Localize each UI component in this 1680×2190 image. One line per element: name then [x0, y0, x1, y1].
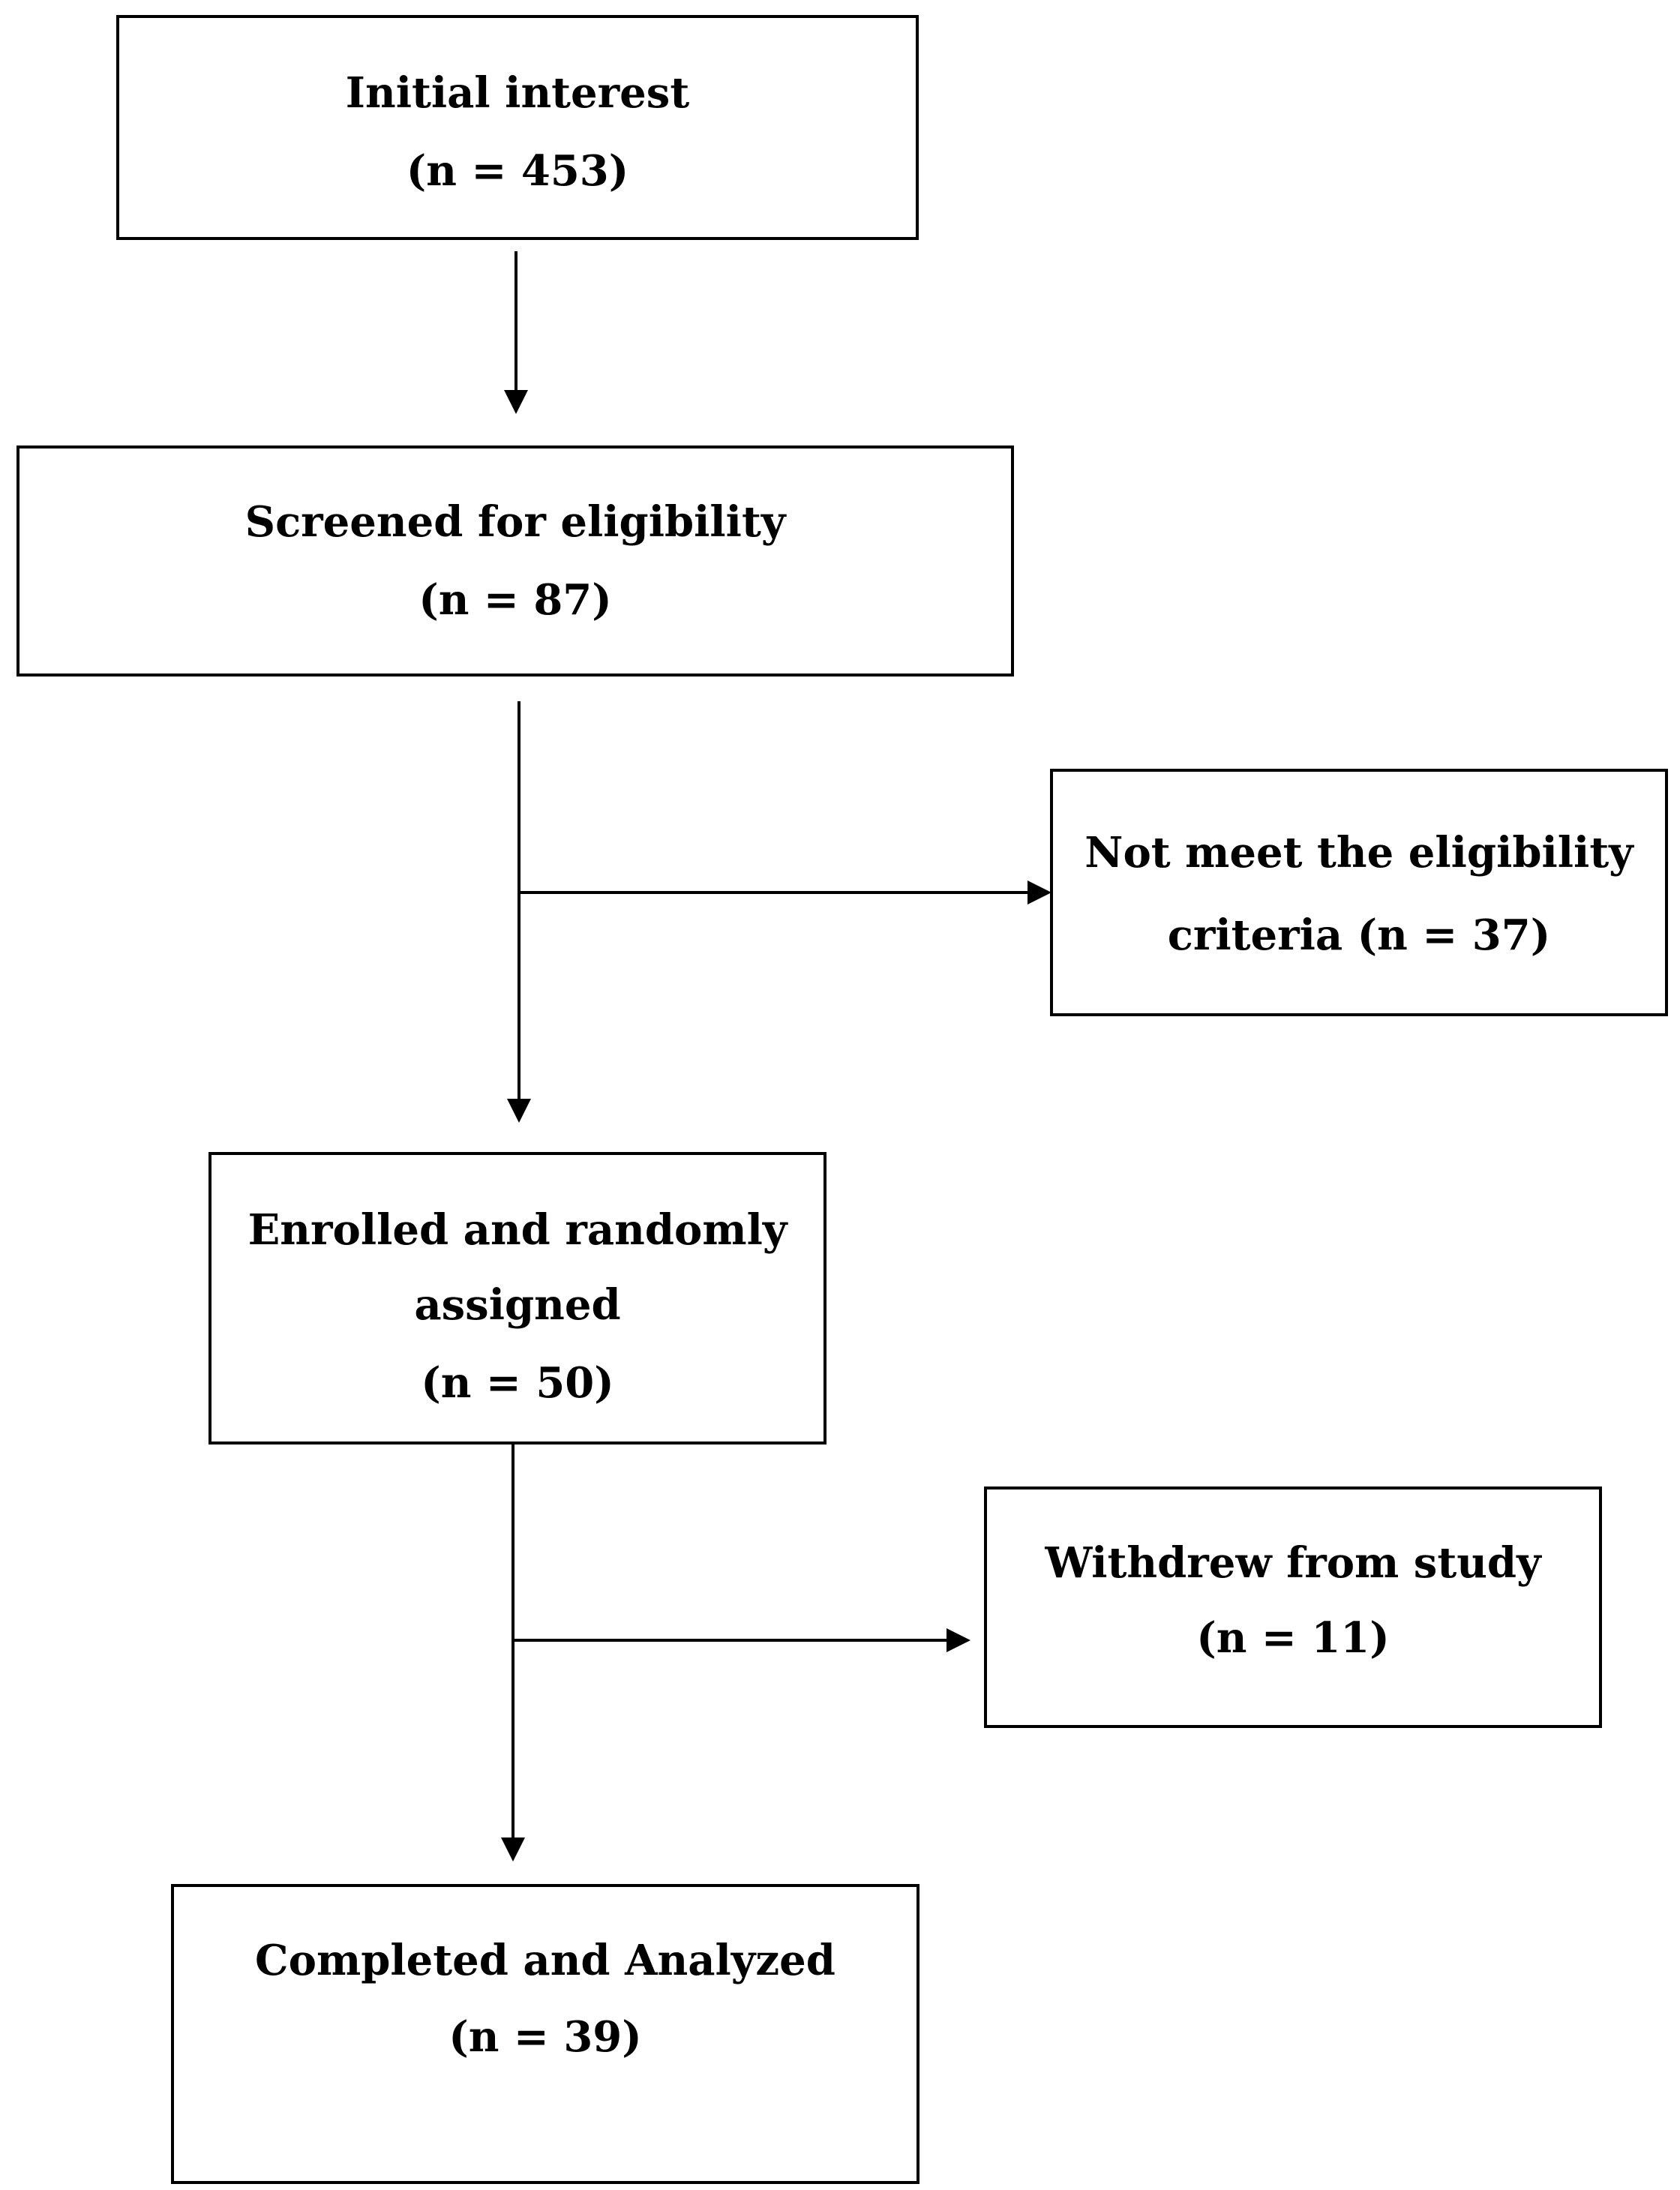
completed-count: (n = 39) [448, 2012, 642, 2062]
screened-count: (n = 87) [418, 575, 612, 625]
box-not-meet-eligibility: Not meet the eligibility criteria (n = 3… [1050, 769, 1668, 1016]
completed-label: Completed and Analyzed [255, 1936, 836, 1985]
enrolled-count: (n = 50) [421, 1358, 614, 1408]
excluded-label-line2: criteria (n = 37) [1167, 910, 1551, 960]
box-completed-and-analyzed: Completed and Analyzed (n = 39) [171, 1884, 920, 2184]
initial-interest-label: Initial interest [345, 68, 690, 118]
arrowhead-enrolled [507, 1099, 531, 1123]
screened-label: Screened for eligibility [244, 497, 786, 547]
arrowhead-screened [504, 390, 528, 414]
arrowhead-completed [501, 1838, 525, 1862]
enrolled-label-line2: assigned [414, 1280, 621, 1330]
box-screened-for-eligibility: Screened for eligibility (n = 87) [16, 446, 1014, 676]
excluded-label: Not meet the eligibility [1084, 828, 1634, 878]
withdrew-label: Withdrew from study [1045, 1538, 1541, 1588]
box-enrolled-randomly-assigned: Enrolled and randomly assigned (n = 50) [208, 1152, 826, 1444]
initial-interest-count: (n = 453) [406, 146, 629, 196]
withdrew-count: (n = 11) [1196, 1613, 1390, 1663]
arrowhead-withdrew [946, 1628, 970, 1652]
arrowhead-excluded [1028, 880, 1052, 904]
box-initial-interest: Initial interest (n = 453) [116, 15, 919, 240]
box-withdrew-from-study: Withdrew from study (n = 11) [984, 1486, 1602, 1728]
enrolled-label: Enrolled and randomly [248, 1205, 788, 1255]
